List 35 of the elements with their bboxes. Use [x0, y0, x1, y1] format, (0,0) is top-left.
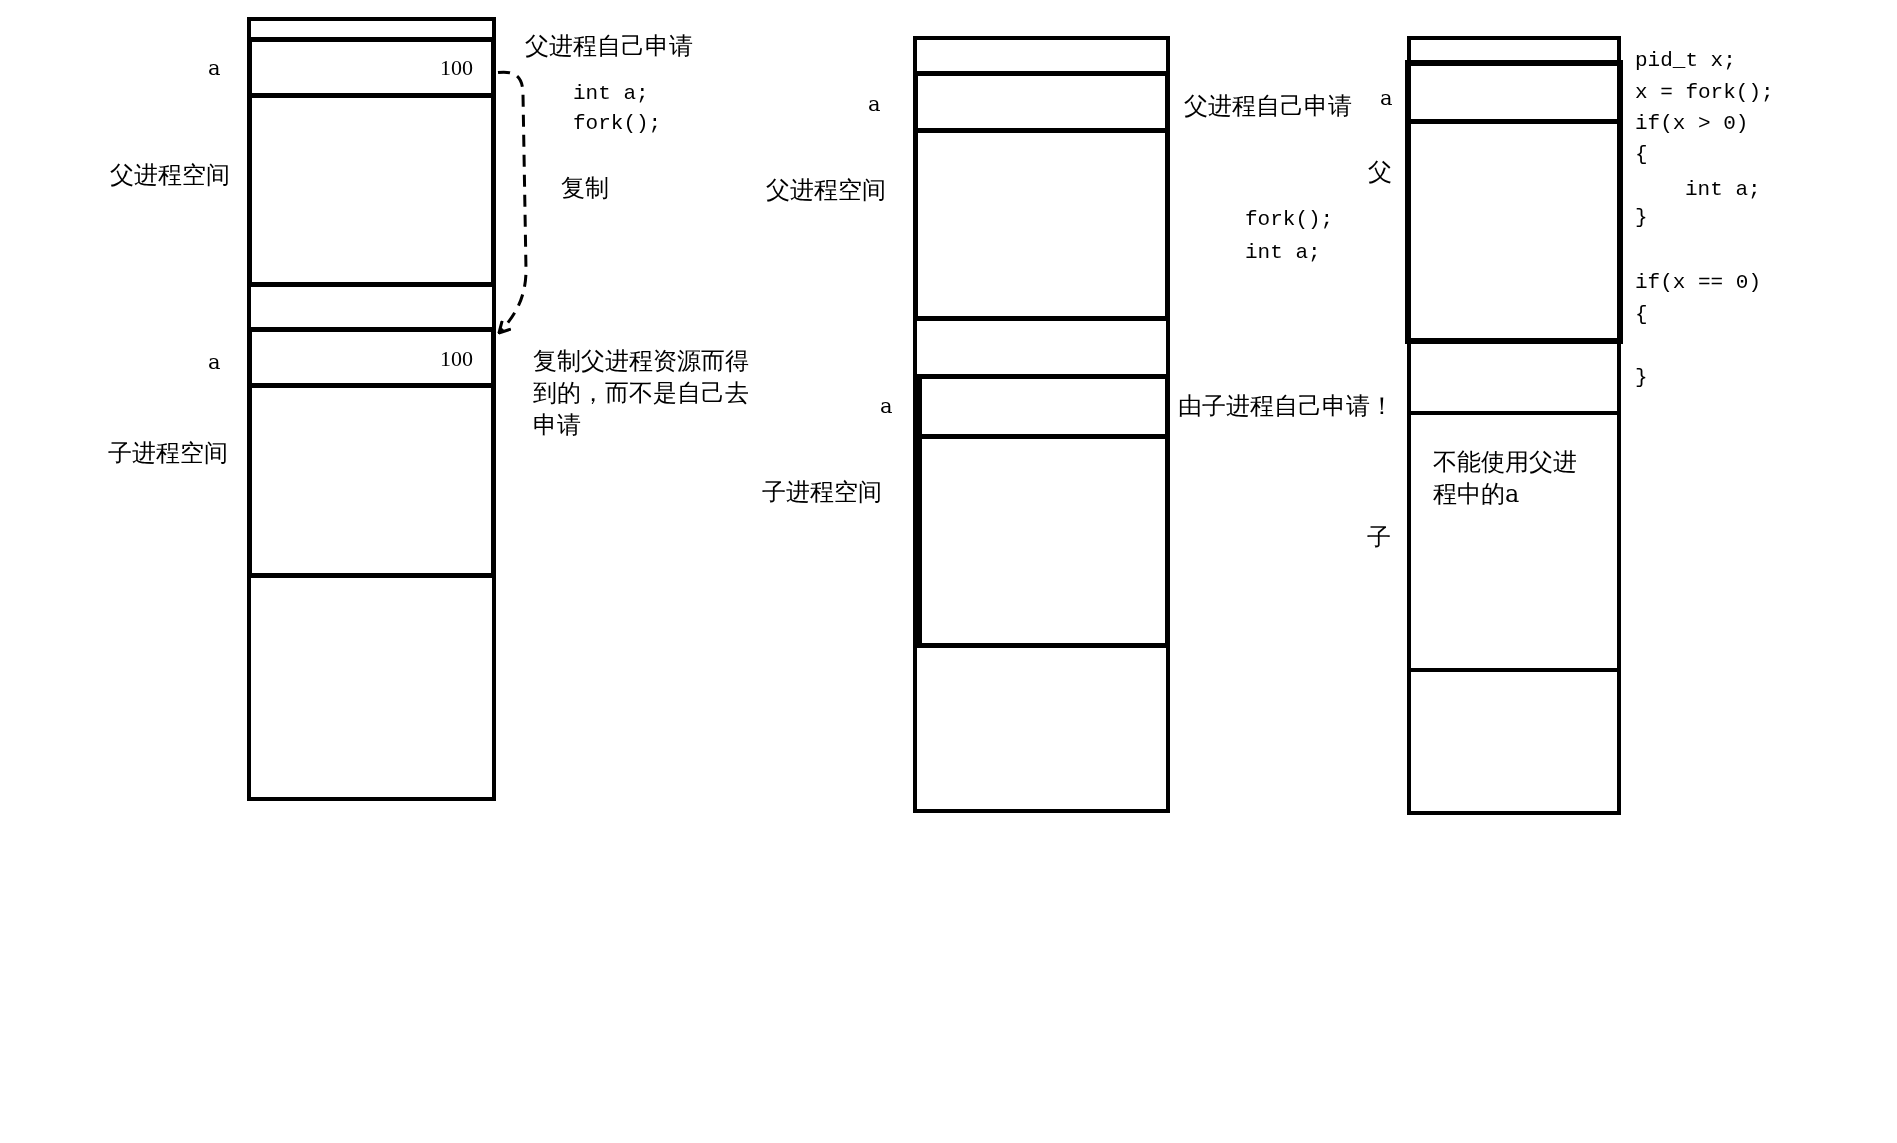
- process-space-block: [1405, 60, 1623, 344]
- code-line: }: [1635, 365, 1648, 391]
- variable-name: a: [868, 91, 881, 118]
- variable-name: a: [1380, 85, 1393, 112]
- region-label: 子进程空间: [108, 438, 228, 469]
- code-line: {: [1635, 142, 1648, 168]
- region-label: 父: [1368, 157, 1392, 188]
- code-line: {: [1635, 302, 1648, 328]
- code-line: pid_t x;: [1635, 48, 1736, 74]
- annotation-text: 复制父进程资源而得到的，而不是自己去申请: [533, 346, 750, 441]
- variable-value: 100: [440, 345, 473, 373]
- memory-column: [1407, 36, 1621, 815]
- memory-column: [913, 36, 1170, 813]
- region-label: 父进程空间: [110, 160, 230, 191]
- region-label: 子进程空间: [762, 477, 882, 508]
- memory-column: [247, 17, 496, 801]
- region-label: 父进程空间: [766, 175, 886, 206]
- code-line: int a;: [1685, 177, 1761, 203]
- note-text: 不能使用父进程中的a: [1433, 447, 1578, 510]
- variable-name: a: [880, 393, 893, 420]
- region-label: 子: [1367, 522, 1391, 553]
- variable-value: 100: [440, 54, 473, 82]
- annotation-text: 父进程自己申请: [1184, 91, 1352, 122]
- variable-name: a: [208, 349, 221, 376]
- code-line: if(x > 0): [1635, 111, 1749, 137]
- code-line: fork();: [1245, 207, 1334, 233]
- code-line: int a;: [573, 81, 649, 107]
- annotation-text: 由子进程自己申请！: [1178, 391, 1394, 422]
- code-line: }: [1635, 205, 1648, 231]
- code-line: fork();: [573, 111, 662, 137]
- code-line: x = fork();: [1635, 80, 1774, 106]
- code-line: int a;: [1245, 240, 1321, 266]
- annotation-text: 父进程自己申请: [525, 31, 693, 62]
- code-line: if(x == 0): [1635, 270, 1762, 296]
- variable-name: a: [208, 55, 221, 82]
